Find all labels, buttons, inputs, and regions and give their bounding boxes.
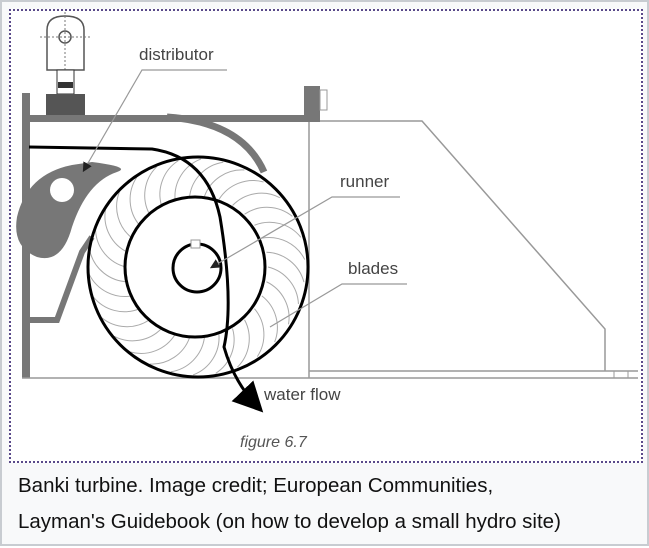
runner-blade <box>89 251 128 283</box>
runner-blade <box>113 328 162 342</box>
runner-blade <box>159 160 179 206</box>
runner-blade <box>88 274 133 297</box>
runner-blade <box>203 169 245 197</box>
runner-blade <box>104 209 128 253</box>
runner-blade <box>218 180 264 200</box>
runner-blade <box>261 237 306 260</box>
runner-blade <box>192 334 220 376</box>
blades-leader <box>269 283 407 328</box>
runner-blade <box>254 221 302 238</box>
figure-caption: Banki turbine. Image credit; European Co… <box>18 468 638 540</box>
runner-blade <box>170 337 205 373</box>
caption-line-1: Banki turbine. Image credit; European Co… <box>18 474 494 497</box>
runner-blade <box>261 295 278 343</box>
runner-blade <box>144 166 157 215</box>
runner-blade <box>129 177 140 226</box>
runner-blade <box>174 158 202 200</box>
runner-blade <box>237 319 250 368</box>
caption-line-2: Layman's Guidebook (on how to develop a … <box>18 510 561 533</box>
distributor-vane <box>16 162 122 259</box>
runner-blade <box>215 328 235 374</box>
label-distributor: distributor <box>139 45 214 64</box>
label-water-flow: water flow <box>263 385 341 404</box>
runner-blade <box>266 251 305 283</box>
runner-blade <box>149 337 191 365</box>
runner-blade <box>116 191 133 239</box>
label-runner: runner <box>340 172 389 191</box>
runner-blade <box>232 192 281 206</box>
runner <box>86 155 310 379</box>
water-flow-arrow <box>28 145 264 413</box>
runner-blade <box>267 266 299 305</box>
label-blades: blades <box>348 259 398 278</box>
distributor-leader <box>82 69 227 173</box>
runner-leader <box>209 196 400 269</box>
runner-blade <box>244 206 293 217</box>
runner-blade <box>130 334 176 354</box>
figure-number: figure 6.7 <box>240 434 308 451</box>
figure-image-frame[interactable] <box>9 9 643 463</box>
runner-blade <box>92 296 140 313</box>
bearing-assembly <box>40 12 90 115</box>
runner-blade <box>101 317 150 328</box>
runner-blade <box>254 308 265 357</box>
runner-blade <box>95 229 127 268</box>
runner-blade <box>266 281 290 325</box>
turbine-housing <box>22 86 638 379</box>
